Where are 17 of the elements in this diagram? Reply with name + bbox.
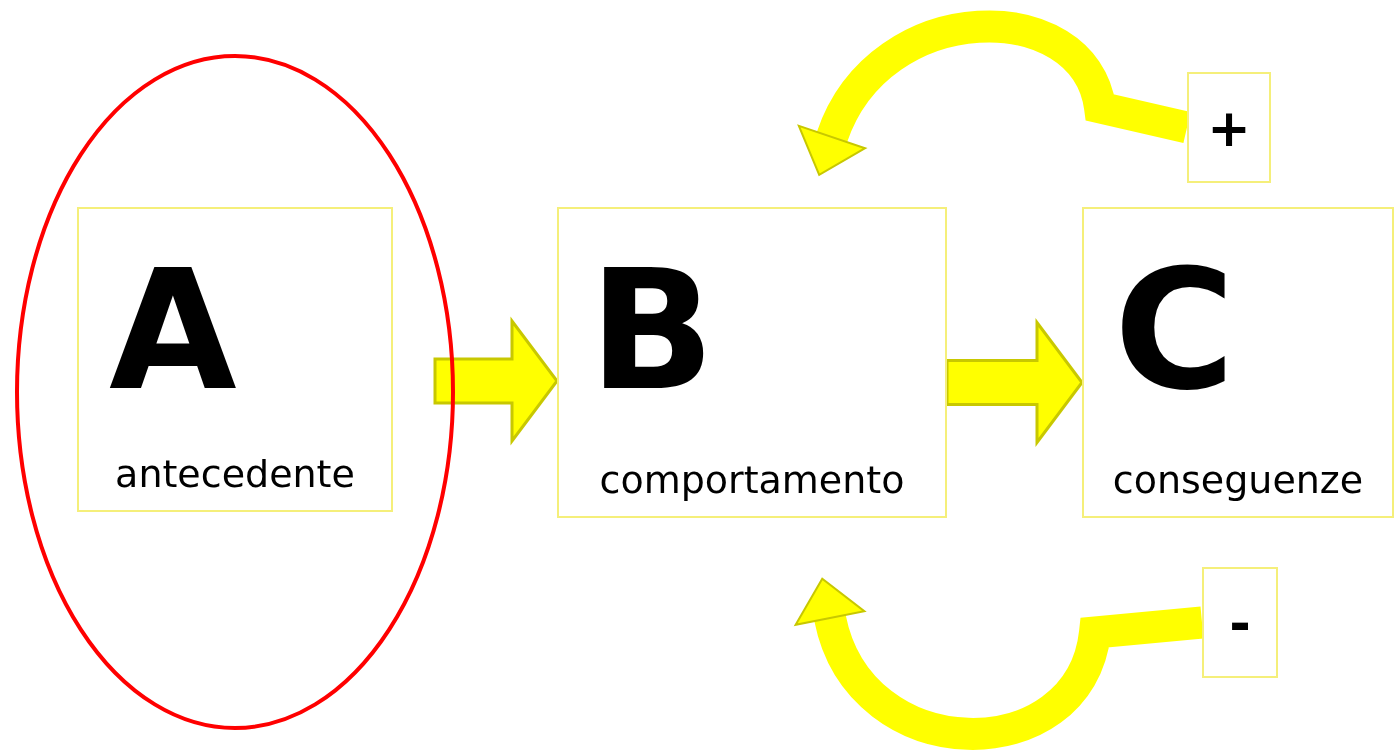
outline-ellipse (15, 54, 455, 730)
sign-label: - (1228, 596, 1252, 649)
sign-box (1187, 72, 1271, 183)
label-box (1082, 207, 1394, 518)
sign-label: + (1206, 101, 1252, 154)
box-label: antecedente (114, 452, 356, 496)
label-box (557, 207, 947, 518)
box-label: comportamento (598, 458, 906, 502)
letter-heading: B (589, 249, 715, 414)
letter-heading: A (109, 249, 237, 414)
letter-heading: C (1114, 249, 1236, 414)
block-arrow (433, 316, 559, 446)
box-label: conseguenze (1111, 458, 1365, 502)
label-box (77, 207, 393, 512)
sign-box (1202, 567, 1278, 678)
block-arrow (945, 318, 1084, 447)
curved-arrow (795, 578, 1204, 750)
